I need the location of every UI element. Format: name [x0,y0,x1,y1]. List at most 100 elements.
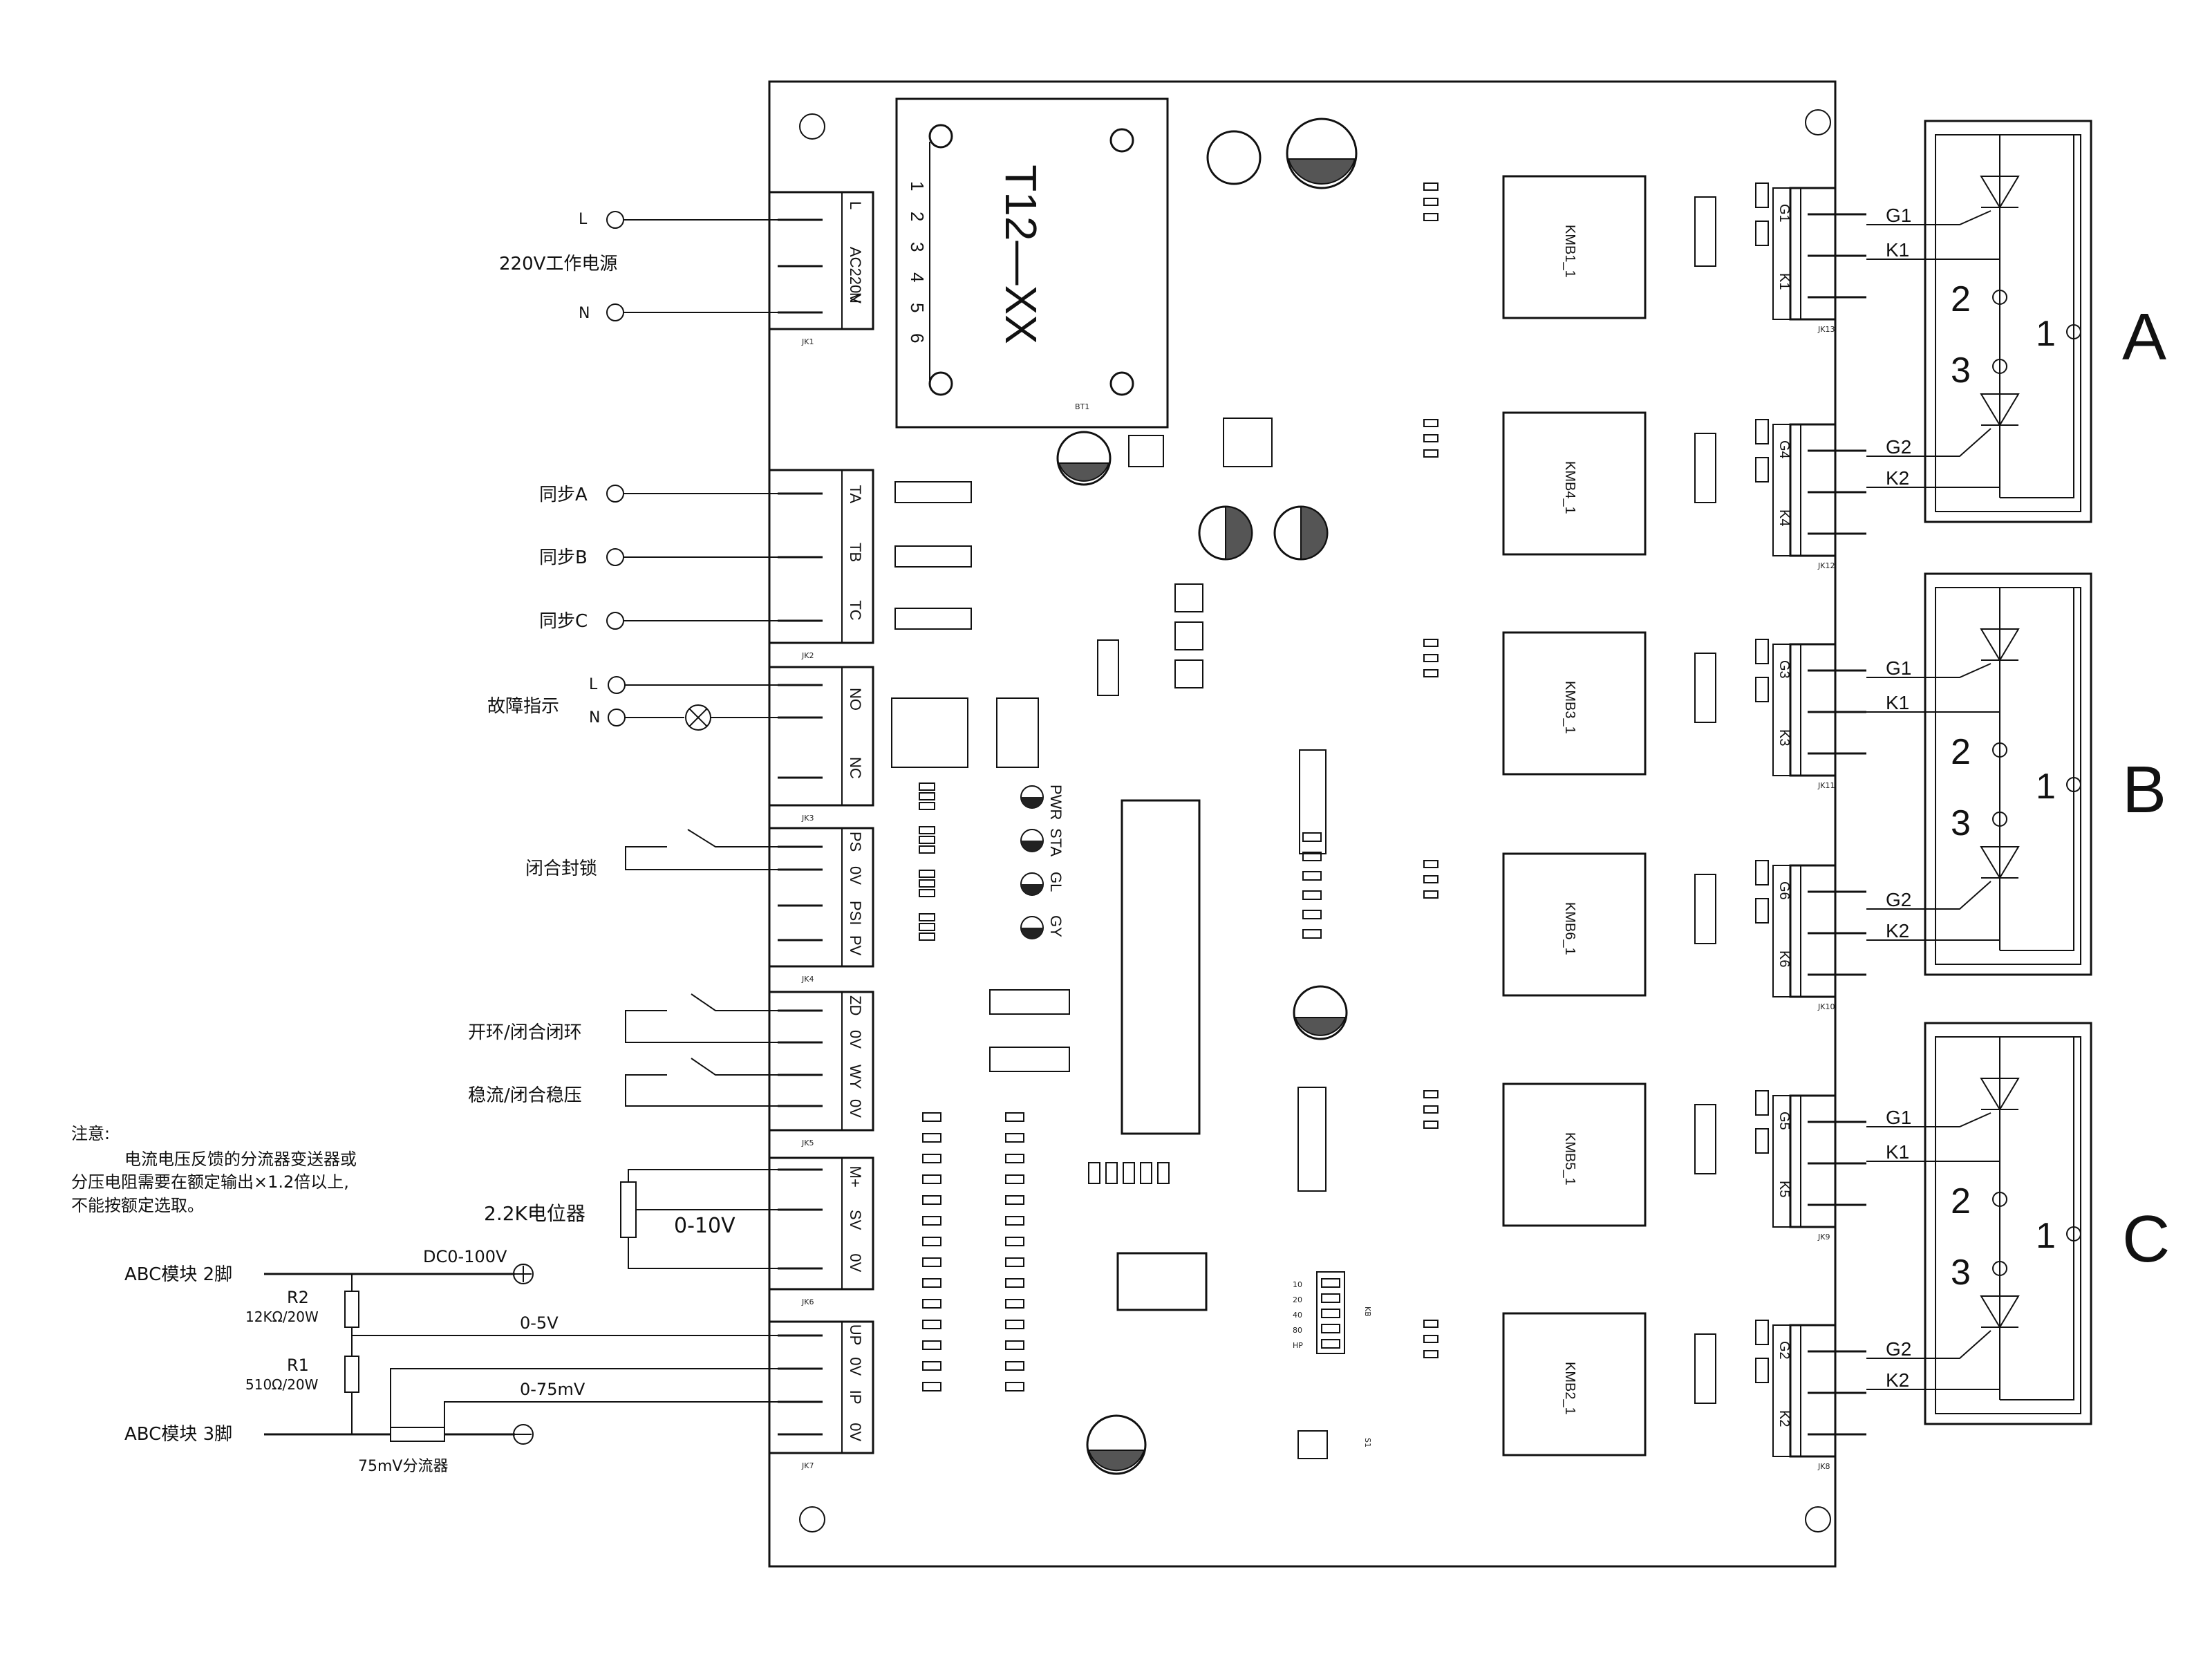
connector-ref: JK9 [1817,1232,1830,1241]
dc-label: DC0-100V [423,1247,507,1266]
resistor-r1 [344,1356,359,1393]
connector-pin-label: PV [847,935,864,956]
resistor-r2 [344,1291,359,1328]
driver-pin-k: K5 [1777,1181,1792,1197]
phase-label: A [2122,300,2166,374]
sync-a-label: 同步A [539,485,588,505]
connector-pin-label: NO [847,688,864,711]
fault-title: 故障指示 [487,696,559,717]
note: 注意: 电流电压反馈的分流器变送器或 分压电阻需要在额定输出×1.2倍以上, 不… [71,1124,357,1215]
connector-ref: JK11 [1817,781,1835,790]
terminal-2-label: 2 [1951,732,1971,772]
connector-ref: JK3 [801,814,814,823]
connector-pin-label: ZD [847,995,864,1015]
driver-pin-k: K3 [1777,729,1792,746]
transformer-ref: BT1 [1075,402,1089,411]
transformer-pin: 5 [907,303,928,312]
dip-ref: KB [1363,1306,1372,1317]
connector-pin-label: IP [847,1390,864,1405]
transformer-pin: 2 [907,212,928,221]
shunt-body [390,1427,445,1442]
r2-label: R2 [287,1288,309,1307]
capacitor-c2 [1056,431,1112,486]
thyristor-icon [1980,846,2020,879]
connector-pin-label: TB [847,543,864,562]
cathode-label: K1 [1886,239,1909,261]
connector-ref: JK10 [1817,1002,1835,1011]
cathode-label: K2 [1886,920,1909,941]
driver-pin-g: G5 [1777,1112,1792,1130]
driver-pin-g: G1 [1777,204,1792,223]
cathode-label: K1 [1886,692,1909,713]
chip-u3 [1297,1087,1327,1192]
connector-ref: JK5 [801,1138,814,1147]
led-label: PWR [1047,785,1065,820]
r1-label: R1 [287,1356,309,1375]
shunt-label: 75mV分流器 [358,1458,448,1475]
thyristor-icon [1980,1295,2020,1329]
mounting-hole [799,113,825,140]
driver-pin-g: G3 [1777,660,1792,679]
driver-label: KMB3_1 [1562,681,1577,734]
driver-pin-k: K2 [1777,1410,1792,1427]
gate-label: G2 [1886,436,1911,458]
terminal-fault-n [608,709,626,727]
loop-open-closed: 开环/闭合闭环 [468,1022,582,1043]
connector-pin-label: 0V [847,1357,864,1376]
terminal-fault-l [608,676,626,694]
connector-pin-label: WY [847,1065,864,1089]
mv-label: 0-75mV [520,1380,585,1399]
r1-value: 510Ω/20W [245,1376,319,1393]
fault-n-label: N [589,709,600,727]
transformer-pin: 3 [907,242,928,252]
connector-ref: JK4 [801,975,814,984]
connector-ref: JK12 [1817,561,1835,570]
power-input: L 220V工作电源 N [499,211,778,322]
dip-label: 10 [1293,1280,1302,1289]
dip-label: 40 [1293,1311,1302,1320]
connector-pin-label: 0V [847,1423,864,1441]
terminal-2 [1992,290,2007,305]
driver-label: KMB5_1 [1562,1132,1577,1185]
led-label: GL [1047,872,1065,892]
driver-label: KMB1_1 [1562,225,1577,278]
pcb-board [768,80,1837,1568]
connector-pin-label: NC [847,757,864,779]
loop-stab: 稳流/闭合稳压 [468,1085,582,1106]
cathode-label: K2 [1886,1369,1909,1391]
gate-label: G1 [1886,657,1911,679]
relay [1116,1252,1208,1311]
terminal-3 [1992,812,2007,827]
terminal-1 [2066,324,2081,339]
switch-s1 [1297,1430,1328,1459]
dc-terminal [513,1264,534,1284]
thyristor-icon [1980,1078,2020,1111]
connector-ref: JK8 [1817,1462,1830,1471]
connector-pin-label: PS [847,832,864,852]
terminal-1-label: 1 [2036,314,2056,354]
connector-jk3: NO NC JK3 [768,666,874,823]
connector-pin-label: AC220V [847,247,864,303]
switch-ref: S1 [1363,1438,1372,1447]
phase-label: C [2122,1202,2170,1276]
note-line-3: 不能按额定选取。 [71,1196,204,1215]
terminal-1-label: 1 [2036,1216,2056,1256]
sync-b-label: 同步B [539,547,588,568]
transformer-pin: 1 [907,181,928,191]
capacitor-hatch [1225,505,1253,561]
connector-ref: JK6 [801,1297,814,1306]
power-l-label: L [579,211,588,228]
connector-ref: JK7 [801,1461,814,1470]
terminal-3-label: 3 [1951,1253,1971,1293]
terminal-1 [2066,1226,2081,1241]
